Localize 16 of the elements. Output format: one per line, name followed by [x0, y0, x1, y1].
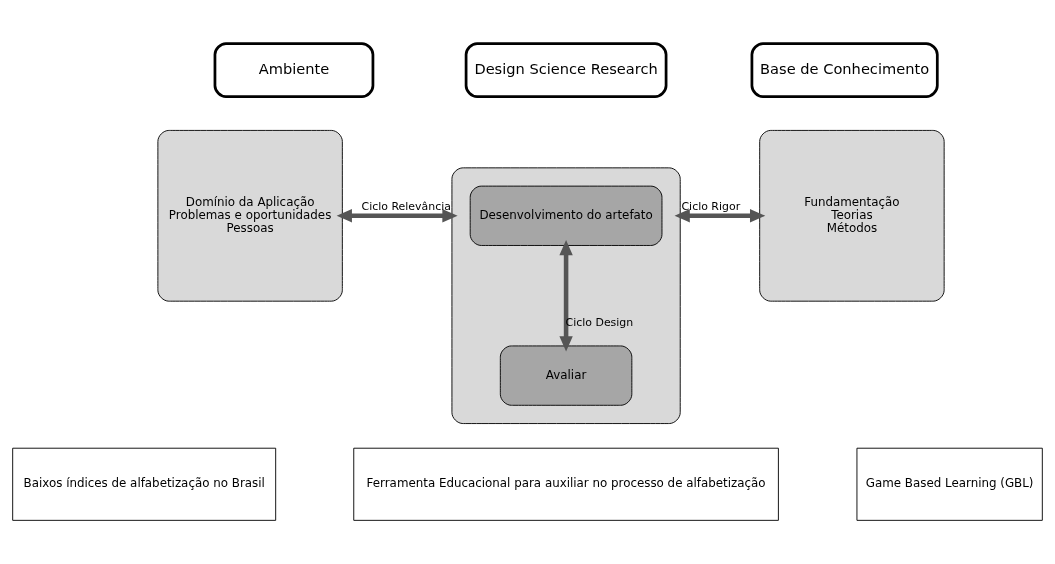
- edge-label: Ciclo Relevância: [361, 199, 451, 213]
- arrow: [336, 209, 458, 223]
- node-box: Fundamentação Teorias Métodos: [759, 129, 945, 302]
- node-box: Design Science Research: [464, 42, 668, 98]
- arrow: [559, 239, 573, 352]
- arrow: [674, 209, 766, 223]
- node-box: Desenvolvimento do artefato: [469, 185, 663, 246]
- node-box: Baixos índices de alfabetização no Brasil: [12, 447, 277, 521]
- node-box: Base de Conhecimento: [750, 42, 939, 98]
- node-box: Avaliar: [499, 345, 633, 406]
- cluster: [451, 167, 681, 424]
- node-box: Ambiente: [213, 42, 375, 98]
- node-box: Ferramenta Educacional para auxiliar no processo de alfabetização: [353, 447, 779, 521]
- node-box: Domínio da Aplicação Problemas e oportunidades Pessoas: [157, 129, 343, 302]
- edge-label: Ciclo Rigor: [681, 199, 741, 213]
- node-box: Game Based Learning (GBL): [856, 447, 1043, 521]
